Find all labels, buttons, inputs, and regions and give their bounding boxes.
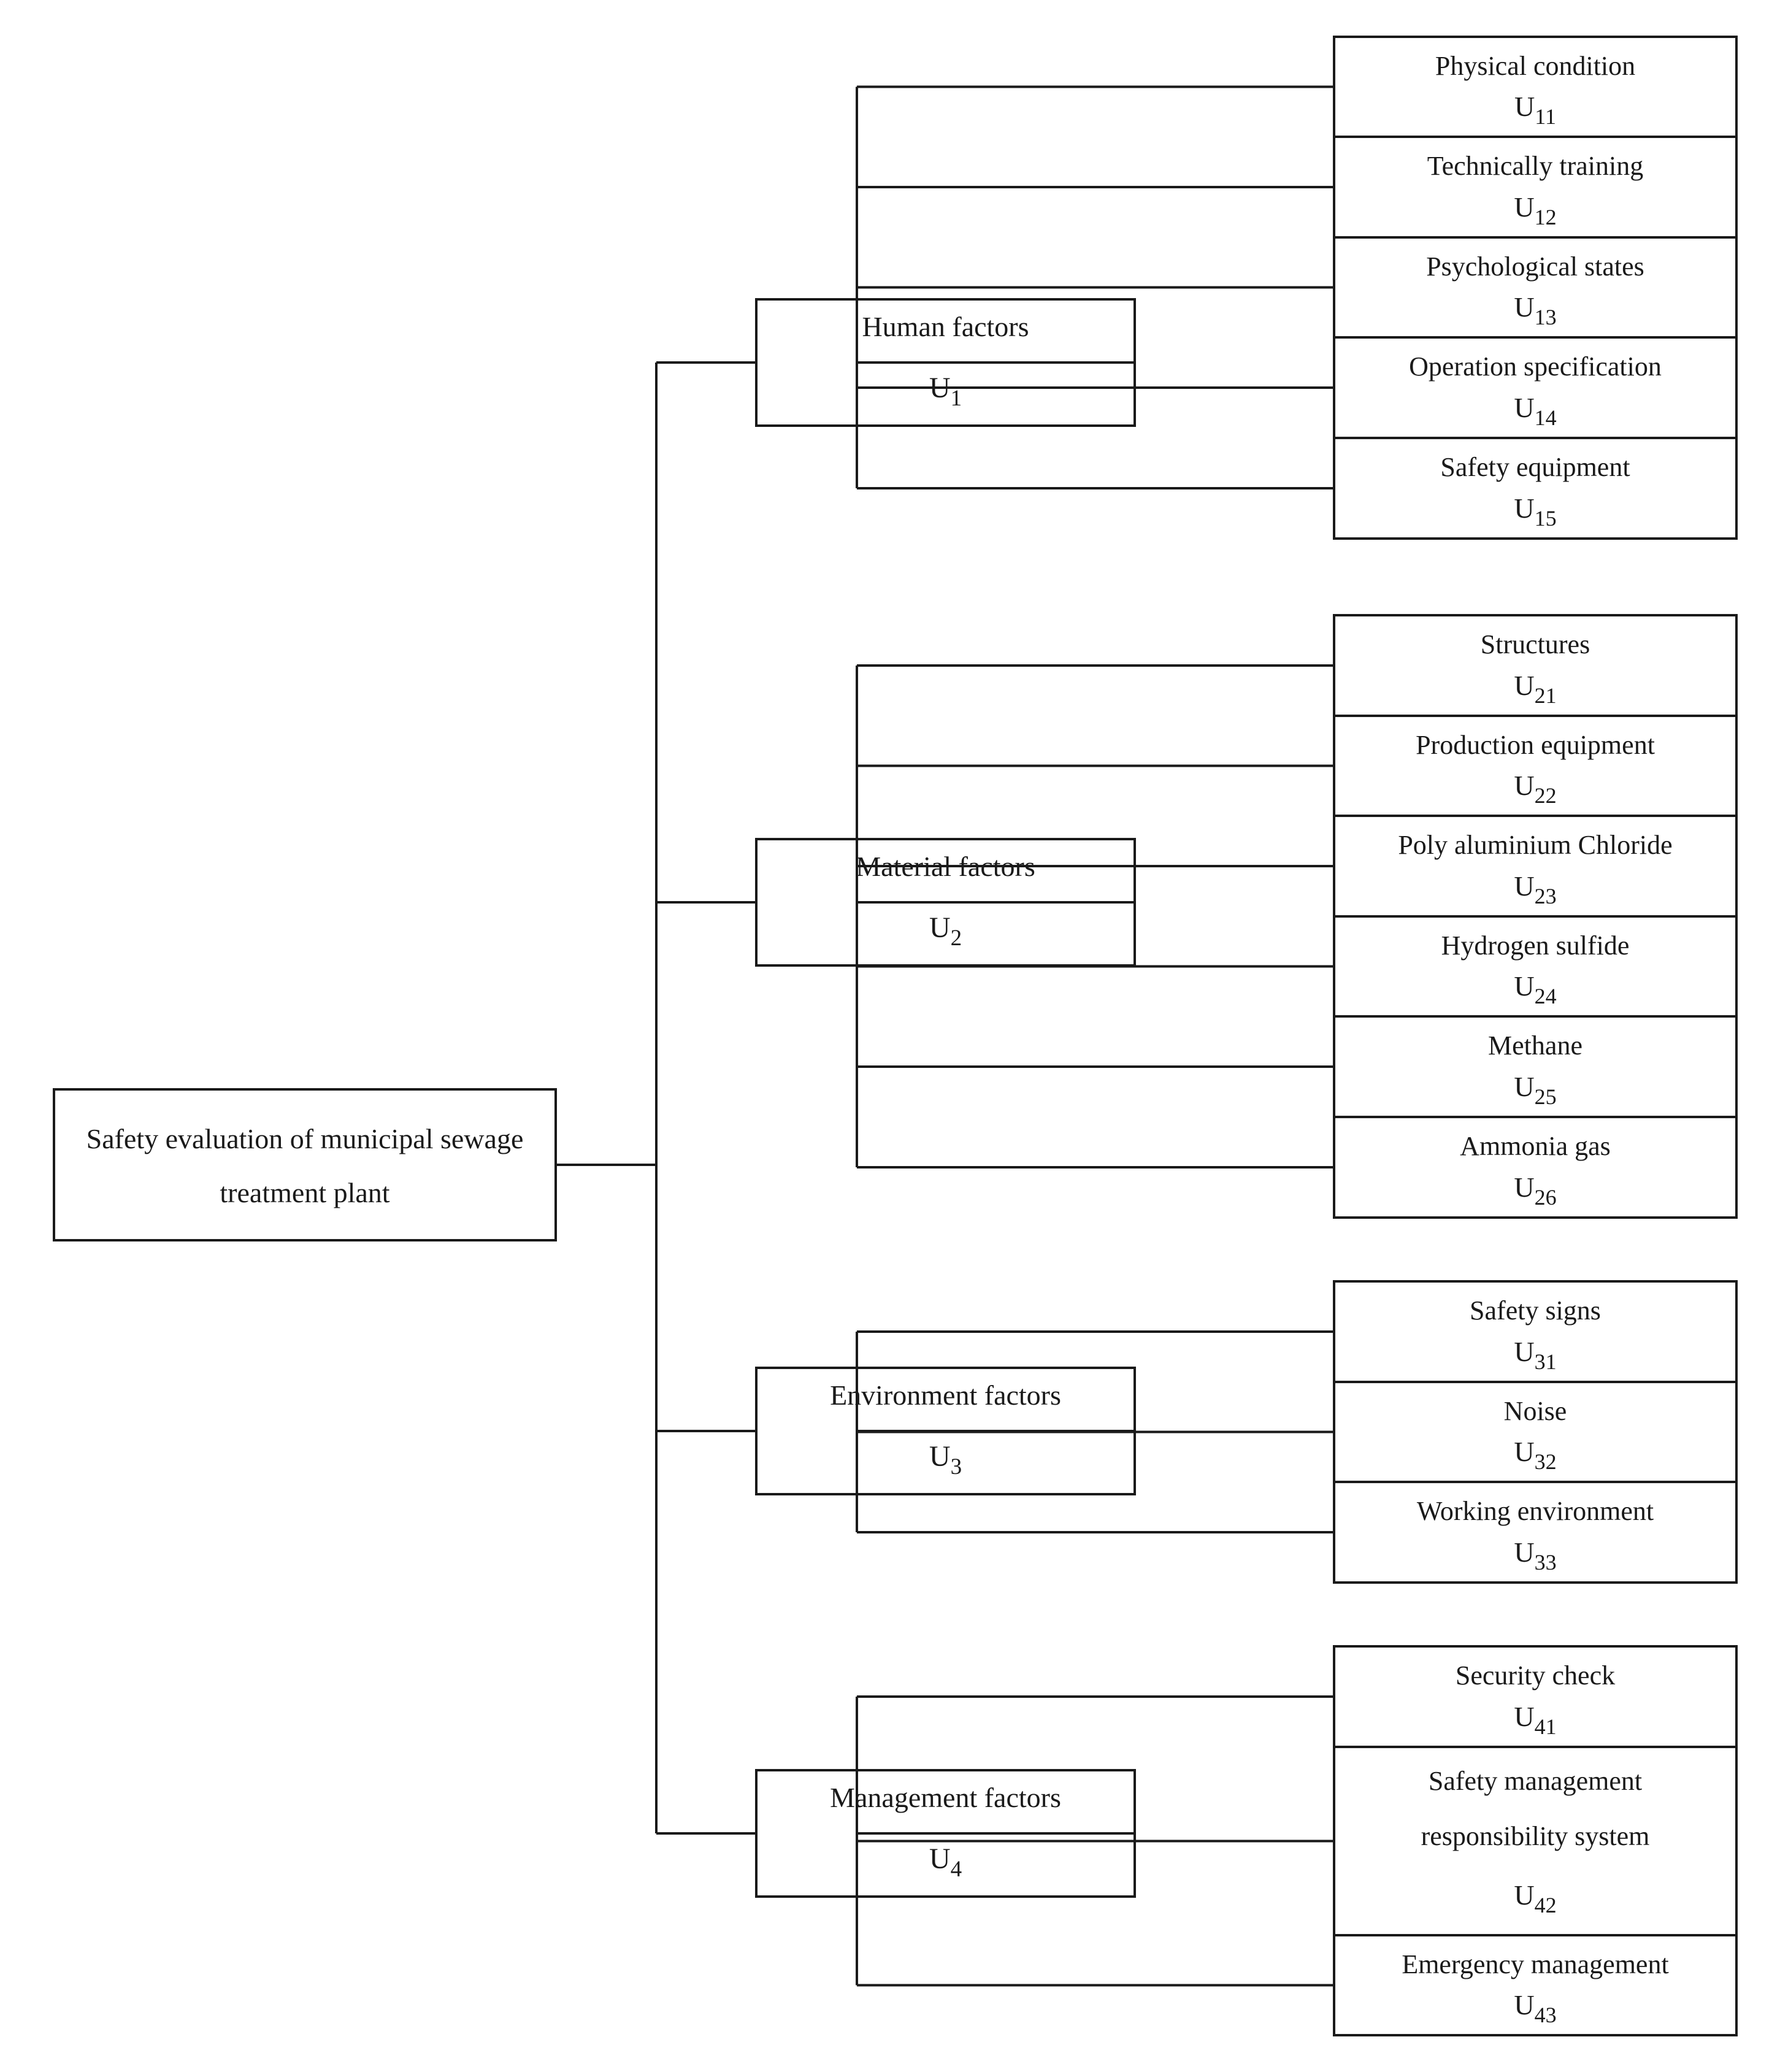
code-label: U41 [1514,1701,1556,1739]
subfactor-label: Physical condition [1435,51,1635,81]
subfactor-label: Operation specification [1409,351,1662,382]
subfactor-label: Psychological states [1426,251,1644,282]
subfactor-label: Poly aluminium Chloride [1398,830,1672,860]
subfactor-node: Safety management responsibility systemU4… [1333,1746,1738,1936]
subfactor-label: Safety equipment [1440,452,1630,482]
subfactor-box [1333,1746,1738,1936]
factor-label: Environment factors [830,1379,1061,1411]
subfactor-box [1333,1015,1738,1118]
subfactor-label: Security check [1456,1660,1615,1690]
subfactor-label: Technically training [1427,151,1643,181]
code-label: U42 [1514,1879,1556,1917]
code-label: U4 [929,1843,962,1882]
subfactor-box [1333,1116,1738,1219]
subfactor-box [1333,1280,1738,1383]
subfactor-box [1333,1381,1738,1483]
code-label: U26 [1514,1172,1556,1210]
code-label: U11 [1514,91,1556,129]
subfactor-box [1333,915,1738,1018]
subfactor-label: Working environment [1417,1496,1654,1526]
subfactor-label: Structures [1481,629,1590,659]
code-label: U25 [1514,1071,1556,1109]
code-label: U32 [1514,1436,1556,1474]
factor-label: Human factors [862,311,1029,342]
factor-label: Management factors [830,1782,1061,1813]
code-label: U33 [1514,1537,1556,1575]
code-label: U2 [929,911,962,951]
code-label: U24 [1514,970,1556,1008]
subfactor-label: Emergency management [1402,1949,1668,1979]
subfactor-label: Production equipment [1416,730,1655,760]
subfactor-box [1333,715,1738,817]
subfactor-box [1333,1934,1738,2036]
subfactor-label: Safety signs [1470,1295,1601,1326]
subfactor-label: responsibility system [1421,1821,1650,1851]
root-box [53,1088,557,1241]
root-label-line: treatment plant [220,1177,389,1208]
subfactor-box [1333,437,1738,540]
subfactor-label: Methane [1488,1030,1582,1061]
root-node: Safety evaluation of municipal sewage tre… [53,1088,557,1241]
subfactor-label: Safety management [1429,1766,1642,1796]
code-label: U31 [1514,1336,1556,1374]
code-label: U21 [1514,670,1556,708]
subfactor-box [1333,1481,1738,1584]
subfactor-label: Hydrogen sulfide [1441,930,1630,961]
code-label: U14 [1514,392,1556,430]
subfactor-box [1333,815,1738,918]
code-label: U12 [1514,191,1556,229]
code-label: U13 [1514,291,1556,329]
subfactor-label: Ammonia gas [1460,1131,1611,1161]
subfactor-label: Noise [1504,1396,1567,1426]
subfactor-box [1333,36,1738,138]
code-label: U22 [1514,770,1556,808]
code-label: U43 [1514,1989,1556,2027]
root-label-line: Safety evaluation of municipal sewage [86,1123,524,1154]
code-label: U23 [1514,870,1556,908]
code-label: U15 [1514,493,1556,531]
subfactor-box [1333,614,1738,717]
code-label: U3 [929,1440,962,1479]
